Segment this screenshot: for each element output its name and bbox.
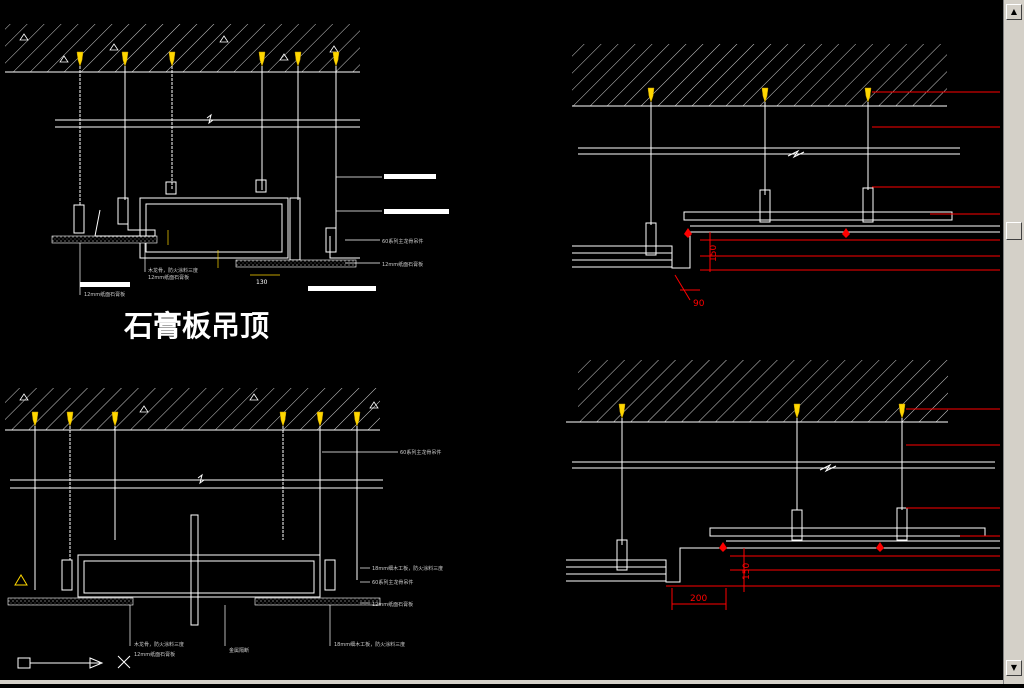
scroll-up-button[interactable]: ▲ [1006,4,1022,20]
label-h: 60系列主龙骨吊件 [372,579,413,586]
horizontal-scrollbar[interactable] [0,680,1003,684]
dim-90: 90 [693,299,705,309]
drawing-title: 石膏板吊顶 [123,309,269,343]
label-f: 60系列主龙骨吊件 [400,449,441,456]
label-j: 木龙骨，防火涂料三度 [134,641,184,648]
concrete-slab [5,24,360,72]
label-l: 金属隔断 [229,647,249,654]
label-e: 12mm纸面石膏板 [84,291,125,298]
dim-130: 130 [256,279,268,286]
label-a: 60系列主龙骨吊件 [382,238,423,245]
section-bottom-right: 150 200 [566,360,1000,610]
cad-viewport[interactable]: 130 60系列主龙骨吊件 12mm纸面石膏板 木龙骨，防火涂料三度 12mm纸… [0,0,1003,684]
label-i: 12mm纸面石膏板 [372,601,413,608]
cad-drawing: 130 60系列主龙骨吊件 12mm纸面石膏板 木龙骨，防火涂料三度 12mm纸… [5,24,1000,669]
dim-200: 200 [690,594,707,604]
scroll-down-button[interactable]: ▼ [1006,660,1022,676]
section-top-right: 150 90 [572,44,1000,309]
label-b: 12mm纸面石膏板 [382,261,423,268]
dim-150-top: 150 [709,245,719,262]
label-d: 12mm纸面石膏板 [148,274,189,281]
scroll-thumb[interactable] [1006,222,1022,240]
label-g: 18mm细木工板，防火涂料三度 [372,565,443,572]
concrete-slab-2 [5,388,380,430]
label-k: 12mm纸面石膏板 [134,651,175,658]
label-c: 木龙骨，防火涂料三度 [148,267,198,274]
label-m: 18mm细木工板，防火涂料三度 [334,641,405,648]
section-top-left: 130 60系列主龙骨吊件 12mm纸面石膏板 木龙骨，防火涂料三度 12mm纸… [5,24,449,343]
dim-150-bottom: 150 [742,563,752,580]
section-bottom-left: 18mm细木工板，防火涂料三度 60系列主龙骨吊件 12mm纸面石膏板 60系列… [5,388,443,669]
vertical-scrollbar[interactable]: ▲ ▼ [1003,0,1024,684]
